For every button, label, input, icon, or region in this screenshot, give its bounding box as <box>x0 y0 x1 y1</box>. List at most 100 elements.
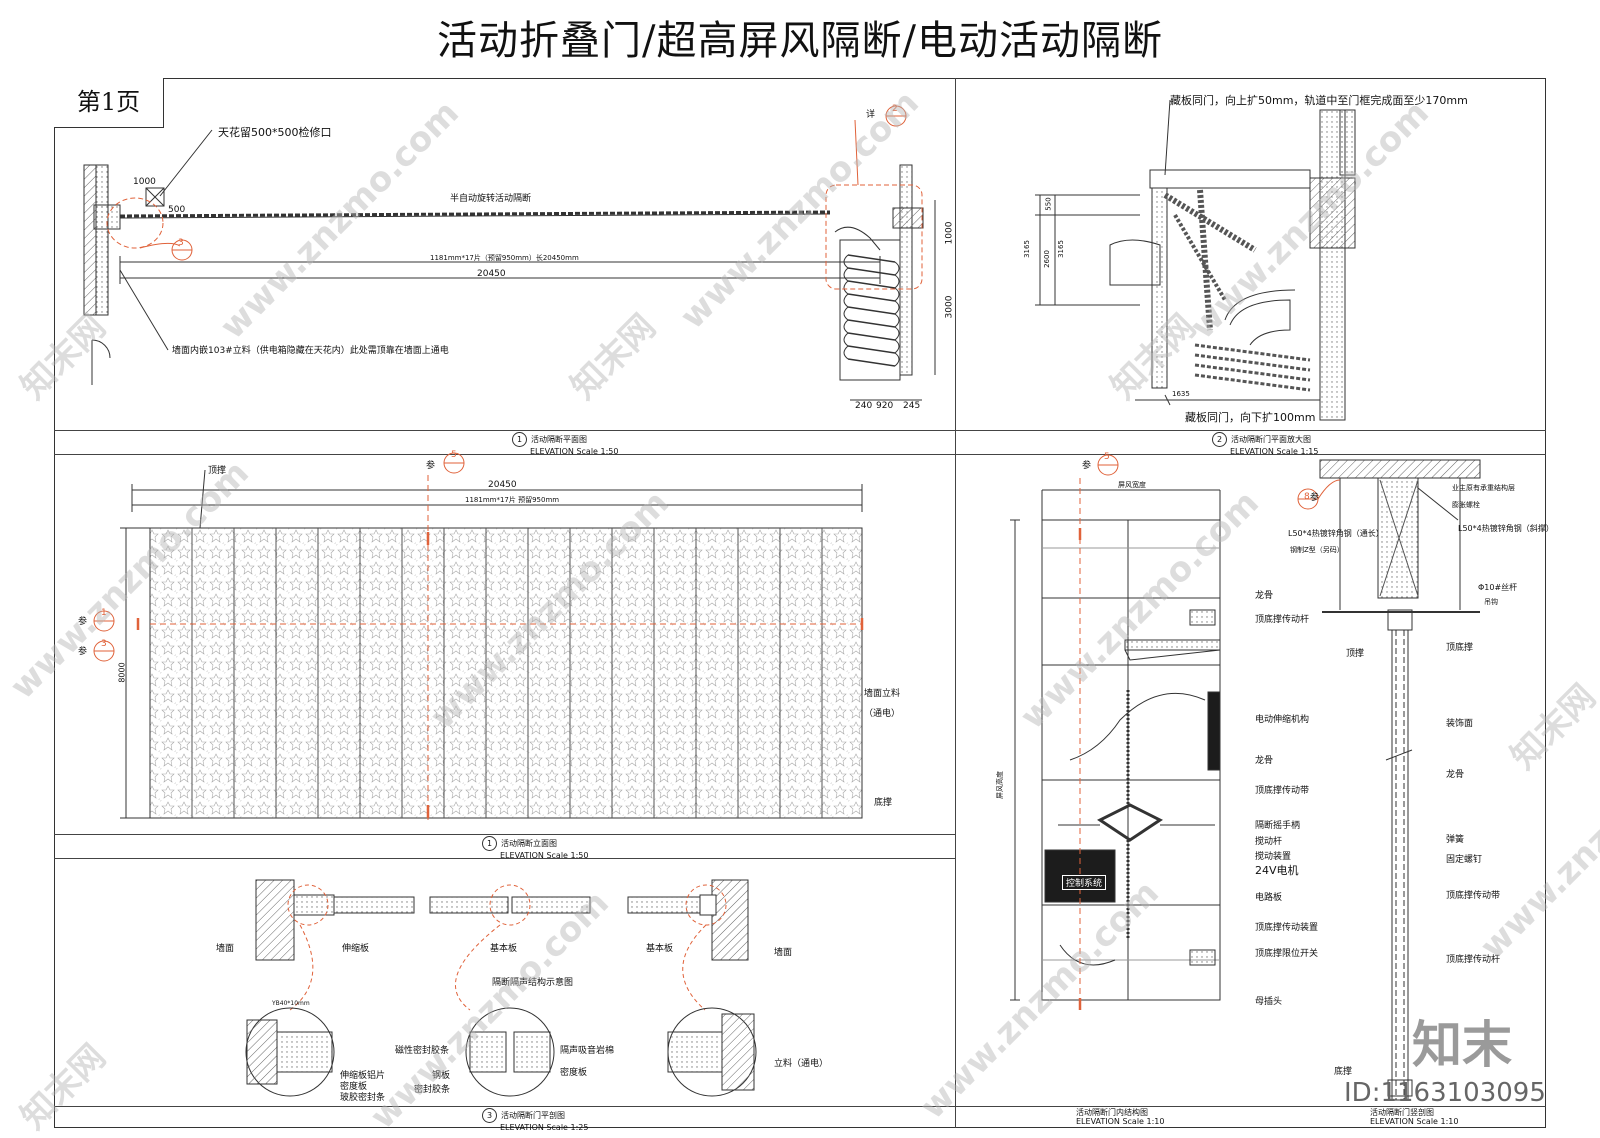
ref-5-number: 5 <box>451 450 457 460</box>
brand-logo: 知末 <box>1412 1016 1512 1074</box>
dim-bottom-240: 240 <box>855 401 873 411</box>
mid-left-note-1: 磁性密封胶条 <box>395 1046 450 1056</box>
caption-panel4-scale: ELEVATION Scale 1:25 <box>500 1123 589 1132</box>
dim-panels-elev: 1181mm*17片 预留950mm <box>465 496 560 504</box>
dim-1000-left: 1000 <box>133 177 156 187</box>
wall-stud-sub: （通电） <box>864 709 901 719</box>
struct-label-10: 电路板 <box>1255 893 1283 903</box>
ref-1-number: 1 <box>101 608 107 618</box>
dim-2600: 2600 <box>1042 250 1051 268</box>
p5-ref-number: 5 <box>1104 452 1110 462</box>
caption-panel3-title: 活动隔断立面图 <box>501 839 557 848</box>
section-label-6: 顶底撑传动带 <box>1446 891 1501 901</box>
wall-note: 墙面内嵌103#立料（供电箱隐藏在天花内）此处需顶靠在墙面上通电 <box>172 346 449 356</box>
section-label-7: 顶底撑传动杆 <box>1446 955 1501 965</box>
telescopic-panel-label: 伸缩板 <box>342 944 370 954</box>
caption-panel1-title: 活动隔断平面图 <box>531 435 587 444</box>
caption-panel2-title: 活动隔断门平面放大图 <box>1231 435 1311 444</box>
caption-panel4-number: 3 <box>482 1108 497 1123</box>
ref-5-prefix: 参 <box>426 461 436 471</box>
caption-panel6-scale: ELEVATION Scale 1:10 <box>1370 1117 1459 1126</box>
panel4-section <box>245 879 757 1097</box>
track-label: 半自动旋转活动隔断 <box>450 194 532 204</box>
panel5-structure <box>1010 454 1221 1010</box>
panel3-elevation <box>93 452 864 820</box>
dim-550: 550 <box>1044 197 1053 211</box>
angle-steel-left-sub: 钢制Z型（另码） <box>1290 546 1344 554</box>
hook-note: 吊钩 <box>1484 598 1498 606</box>
struct-label-2: 顶底撑传动杆 <box>1255 615 1310 625</box>
top-dim-label: YB40*10mm <box>272 1000 310 1007</box>
ceiling-access-note: 天花留500*500检修口 <box>218 126 332 139</box>
control-system-label: 控制系统 <box>1062 875 1107 890</box>
dim-total-elev: 20450 <box>488 480 517 490</box>
divider-h-5 <box>54 1106 1546 1107</box>
caption-panel2-number: 2 <box>1212 432 1227 447</box>
caption-panel1-scale: ELEVATION Scale 1:50 <box>530 447 619 456</box>
base-panel-left-label: 基本板 <box>490 944 518 954</box>
mid-left-note-3: 密封胶条 <box>414 1085 451 1095</box>
top-extension-note: 藏板同门，向上扩50mm，轨道中至门框完成面至少170mm <box>1170 94 1468 107</box>
p6-ref-prefix: 参 <box>1310 493 1320 503</box>
dim-bottom-245: 245 <box>903 401 921 411</box>
bottom-brace-p6: 底撑 <box>1334 1067 1353 1077</box>
dim-bottom-920: 920 <box>876 401 894 411</box>
detail-ref-label: 详 <box>866 110 876 120</box>
left-note-3: 玻胶密封条 <box>340 1093 386 1103</box>
mid-left-note-2: 钢板 <box>432 1071 451 1081</box>
divider-v-bottom <box>955 454 956 1128</box>
mid-right-note-1: 隔声吸音岩棉 <box>560 1046 615 1056</box>
ref-3b-number: 3 <box>101 639 107 649</box>
ref-3b-prefix: 参 <box>78 647 88 657</box>
left-note-2: 密度板 <box>340 1082 368 1092</box>
struct-label-5: 顶底撑传动带 <box>1255 786 1310 796</box>
bottom-brace-label: 底撑 <box>874 798 893 808</box>
section-label-1: 顶底撑 <box>1446 643 1474 653</box>
p6-ref-number: 8 <box>1304 492 1310 502</box>
divider-v-top <box>955 78 956 454</box>
panel1-plan <box>83 105 936 401</box>
struct-label-8: 搅动装置 <box>1255 852 1292 862</box>
struct-label-3: 电动伸缩机构 <box>1255 715 1310 725</box>
drawing-sheet <box>54 78 1546 1128</box>
image-id: ID:1163103095 <box>1344 1078 1546 1108</box>
wall-right-label: 墙面 <box>774 948 793 958</box>
p5-ref-prefix: 参 <box>1082 461 1092 471</box>
caption-panel5-title: 活动隔断门内结构图 <box>1076 1108 1148 1117</box>
panel6-section <box>1297 459 1481 1101</box>
caption-panel4-title: 活动隔断门平剖图 <box>501 1111 565 1120</box>
acoustic-structure-title: 隔断隔声结构示意图 <box>492 978 574 988</box>
page-label: 第1页 <box>54 78 164 128</box>
struct-label-4: 龙骨 <box>1255 756 1274 766</box>
wall-left-label: 墙面 <box>216 944 235 954</box>
wall-stud-label: 墙面立料 <box>864 689 901 699</box>
caption-panel1-number: 1 <box>512 432 527 447</box>
caption-panel3-scale: ELEVATION Scale 1:50 <box>500 851 589 860</box>
dim-right-1000: 1000 <box>944 221 955 245</box>
expansion-bolt-note: 膨胀螺栓 <box>1452 501 1480 509</box>
section-label-4: 弹簧 <box>1446 835 1465 845</box>
right-note: 立料（通电） <box>774 1059 829 1069</box>
dim-3165-a: 3165 <box>1022 240 1031 258</box>
screen-height-note: 屏风高度 <box>996 771 1004 799</box>
section-label-2: 装饰面 <box>1446 719 1474 729</box>
dim-3165-b: 3165 <box>1056 240 1065 258</box>
struct-label-13: 母插头 <box>1255 997 1283 1007</box>
dim-right-3000: 3000 <box>944 295 955 319</box>
ref-1-prefix: 参 <box>78 617 88 627</box>
angle-steel-left: L50*4热镀锌角钢（通长） <box>1288 529 1384 538</box>
divider-h-3 <box>54 834 955 835</box>
dim-total-plan: 20450 <box>477 269 506 279</box>
caption-panel6-title: 活动隔断门竖剖图 <box>1370 1108 1434 1117</box>
struct-label-1: 龙骨 <box>1255 591 1274 601</box>
panel2-enlarged <box>1035 99 1356 421</box>
ref-3-number: 3 <box>178 238 184 248</box>
left-note-1: 伸缩板铝片 <box>340 1071 386 1081</box>
caption-panel5: 活动隔断门内结构图 ELEVATION Scale 1:10 <box>1076 1108 1164 1126</box>
divider-h-4 <box>54 858 955 859</box>
caption-panel4: 3 活动隔断门平剖图 ELEVATION Scale 1:25 <box>482 1108 588 1132</box>
caption-panel6: 活动隔断门竖剖图 ELEVATION Scale 1:10 <box>1370 1108 1458 1126</box>
